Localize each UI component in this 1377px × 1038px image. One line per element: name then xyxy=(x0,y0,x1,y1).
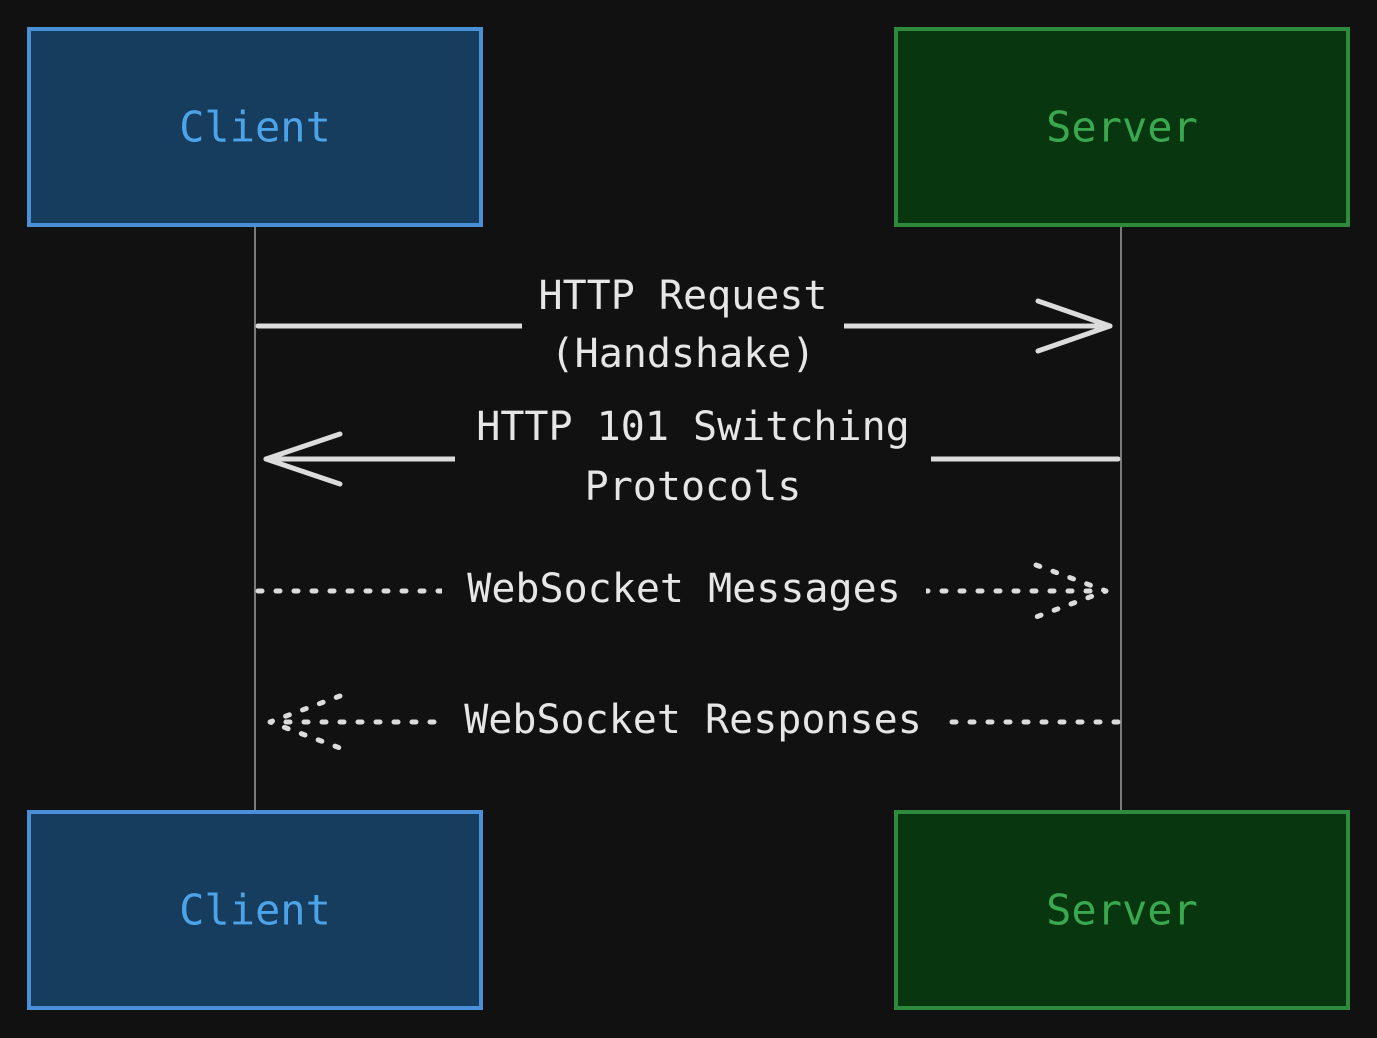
message-label-backdrop xyxy=(522,266,844,382)
participant-server-bottom: Server xyxy=(894,810,1350,1010)
message-label-line-2: (Handshake) xyxy=(551,331,816,377)
message-label-line-1: HTTP Request xyxy=(539,273,828,319)
arrowhead-right-icon xyxy=(1033,562,1109,620)
message-label-backdrop xyxy=(438,696,948,748)
message-label-line-1: HTTP 101 Switching xyxy=(476,404,909,450)
client-box-bottom xyxy=(27,810,483,1010)
participant-client-top: Client xyxy=(27,27,483,227)
client-box-top xyxy=(27,27,483,227)
message-http-request: HTTP Request (Handshake) xyxy=(255,266,1113,382)
server-box-bottom xyxy=(894,810,1350,1010)
participant-client-bottom: Client xyxy=(27,810,483,1010)
participant-server-top: Server xyxy=(894,27,1350,227)
message-http-101: HTTP 101 Switching Protocols xyxy=(263,398,1121,514)
server-label-top: Server xyxy=(1046,103,1198,152)
client-label-top: Client xyxy=(179,103,331,152)
arrowhead-left-icon xyxy=(263,431,343,487)
arrowhead-left-icon xyxy=(267,693,343,751)
message-label: WebSocket Responses xyxy=(464,697,922,743)
server-label-bottom: Server xyxy=(1046,886,1198,935)
message-label-backdrop xyxy=(442,565,926,617)
arrowhead-right-icon xyxy=(1035,298,1113,354)
message-websocket-responses: WebSocket Responses xyxy=(267,693,1121,751)
message-label-backdrop xyxy=(455,398,931,514)
server-box-top xyxy=(894,27,1350,227)
message-label: WebSocket Messages xyxy=(467,566,900,612)
message-label-line-2: Protocols xyxy=(585,464,802,510)
client-label-bottom: Client xyxy=(179,886,331,935)
message-websocket-messages: WebSocket Messages xyxy=(255,562,1109,620)
